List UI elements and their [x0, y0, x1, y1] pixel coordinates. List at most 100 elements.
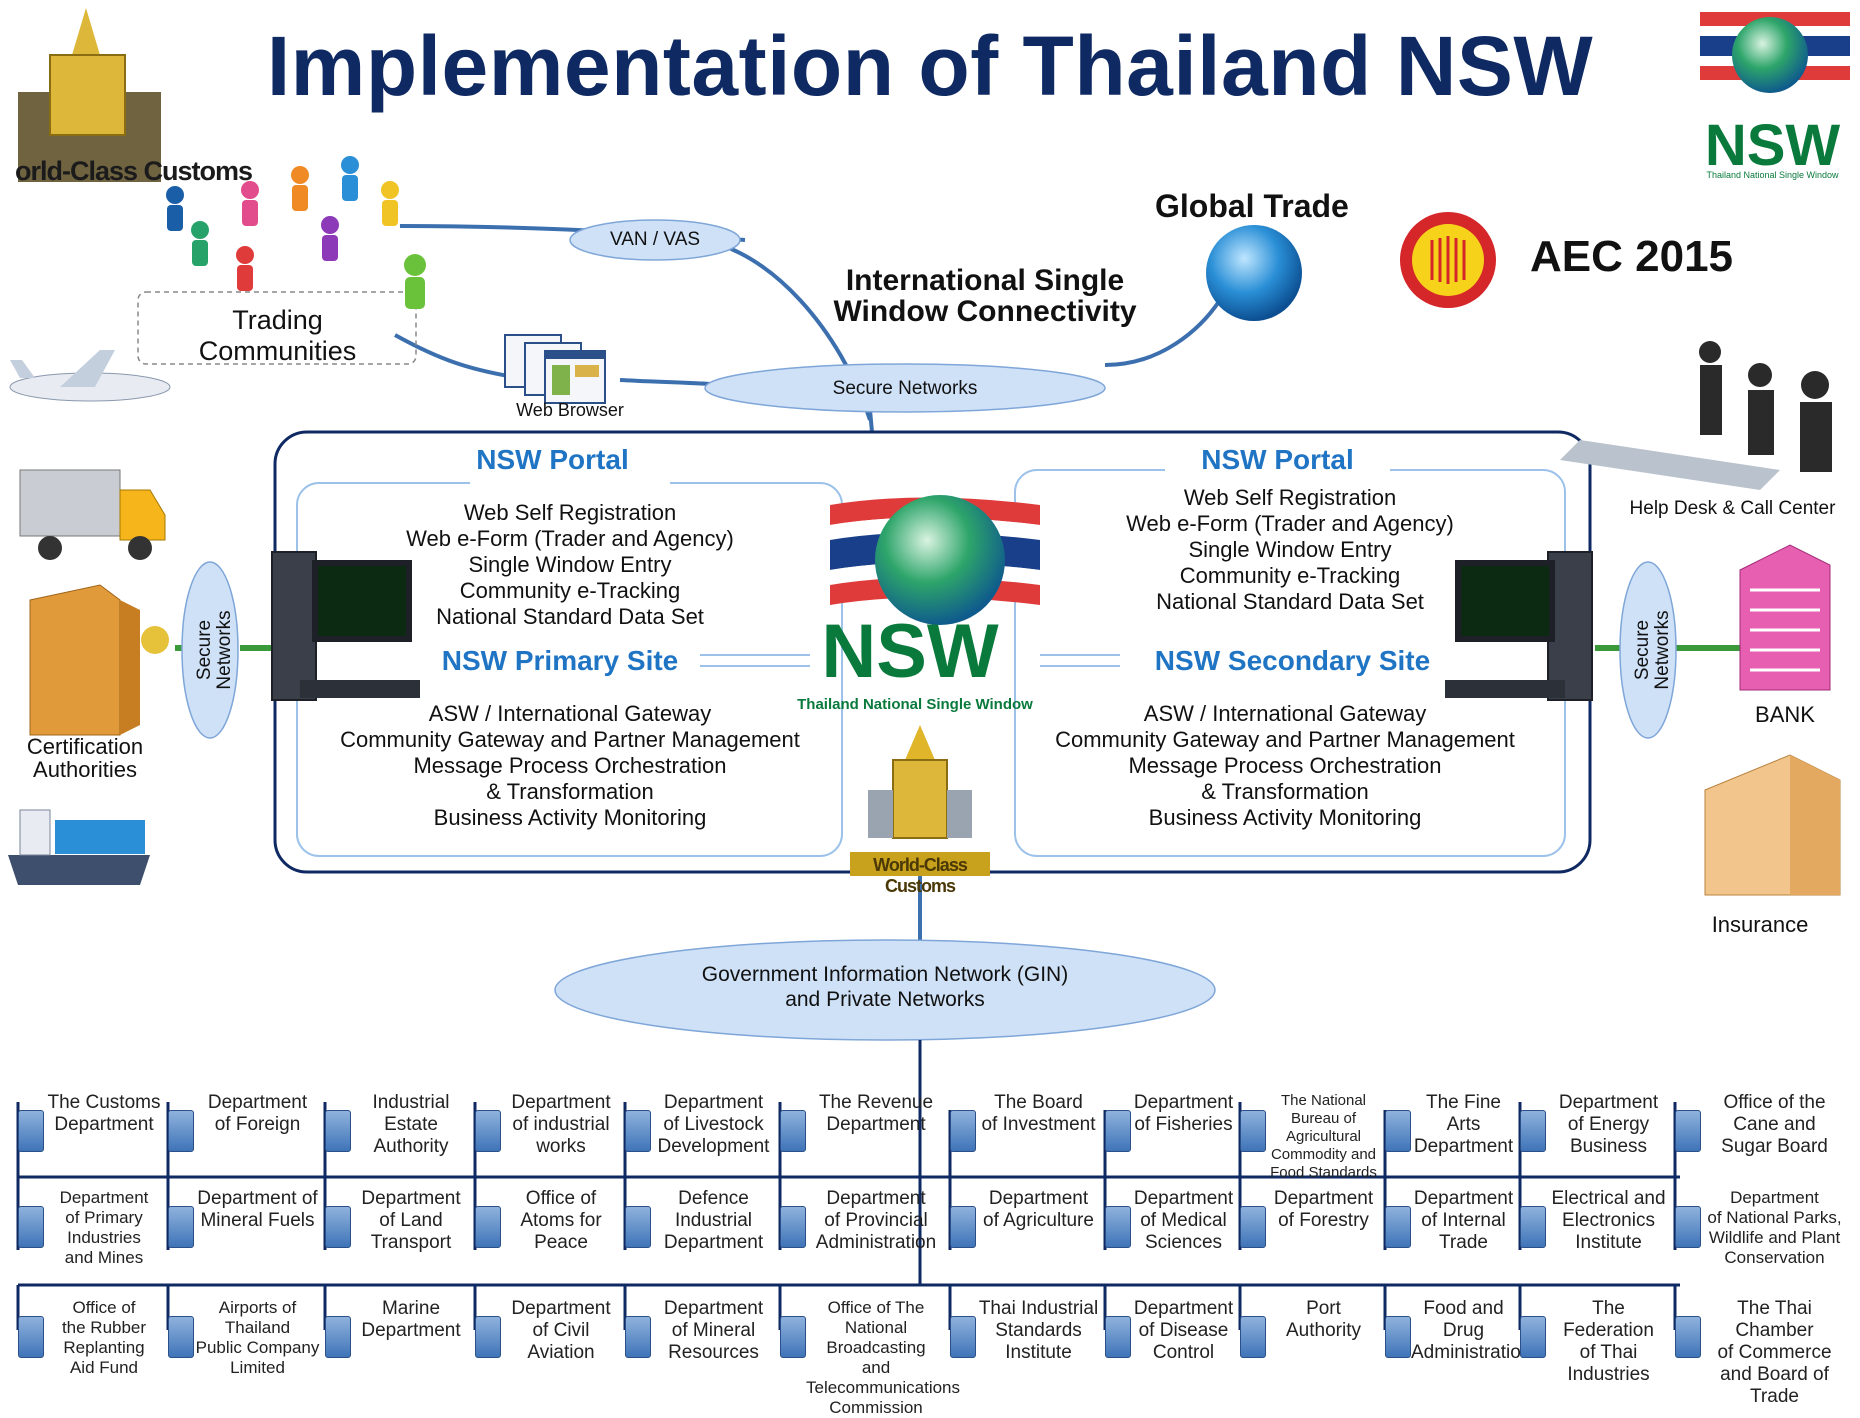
truck-icon — [19, 469, 166, 560]
customs-emblem-center — [850, 725, 990, 876]
agency-label: Department of Foreign — [207, 1092, 308, 1135]
agency-label: Department of Primary Industries and Min… — [59, 1188, 149, 1267]
agency-item: Airports of Thailand Public Company Limi… — [168, 1298, 323, 1384]
agency-item: Food and Drug Administration — [1385, 1298, 1532, 1384]
bank-building-icon — [1739, 544, 1831, 691]
secondary-site-item: Business Activity Monitoring — [1148, 805, 1422, 830]
agency-item: Department of Internal Trade — [1385, 1188, 1518, 1274]
agency-item: Department of Primary Industries and Min… — [18, 1188, 166, 1274]
agency-label: Department of Internal Trade — [1413, 1188, 1514, 1253]
bank-label: BANK — [1755, 702, 1815, 727]
server-stack-icon — [1240, 1316, 1266, 1358]
network-diagram-canvas — [8, 8, 1850, 1330]
agency-label: Department of industrial works — [511, 1092, 611, 1157]
agency-item: Office of The National Broadcasting and … — [780, 1298, 960, 1417]
secondary-portal-item: Community e-Tracking — [1179, 563, 1401, 588]
agency-label: Port Authority — [1286, 1298, 1361, 1341]
agency-item: Office of the Cane and Sugar Board — [1675, 1092, 1850, 1178]
nsw-logo-top-right — [1700, 12, 1850, 93]
agency-label: Food and Drug Administration — [1411, 1298, 1532, 1363]
agency-item: Department of Land Transport — [325, 1188, 473, 1274]
agency-item: Department of National Parks, Wildlife a… — [1675, 1188, 1850, 1274]
agency-item: Department of Disease Control — [1105, 1298, 1238, 1384]
agency-item: Port Authority — [1240, 1298, 1383, 1384]
agency-item: Department of Agriculture — [950, 1188, 1103, 1274]
cert-line1: Certification — [26, 734, 144, 759]
agency-item: Department of Provincial Administration — [780, 1188, 948, 1274]
agency-item: Department of Livestock Development — [625, 1092, 778, 1178]
primary-portal-heading: NSW Portal — [476, 444, 629, 475]
secondary-portal-item: National Standard Data Set — [1156, 589, 1424, 614]
agency-label: Department of Mineral Resources — [663, 1298, 764, 1363]
server-stack-icon — [1675, 1206, 1701, 1248]
server-stack-icon — [1385, 1316, 1411, 1358]
secondary-site-item: ASW / International Gateway — [1143, 701, 1427, 726]
secondary-portal-heading: NSW Portal — [1201, 444, 1354, 475]
agency-item: Office of Atoms for Peace — [475, 1188, 623, 1274]
van-label: VAN / VAS — [609, 229, 701, 250]
agency-item: Thai Industrial Standards Institute — [950, 1298, 1103, 1384]
agency-item: The Board of Investment — [950, 1092, 1103, 1178]
agency-label: Department of Fisheries — [1133, 1092, 1234, 1135]
van-cloud — [569, 219, 741, 261]
agency-label: Department of Agriculture — [983, 1188, 1094, 1231]
agency-item: Office of the Rubber Replanting Aid Fund — [18, 1298, 166, 1384]
help-desk-label: Help Desk & Call Center — [1629, 498, 1836, 519]
nsw-center-flag — [830, 495, 1040, 625]
gin-line2: and Private Networks — [785, 988, 985, 1011]
certification-building-icon — [29, 584, 169, 736]
gin-cloud — [554, 939, 1216, 1041]
primary-portal-list: Web Self Registration Web e-Form (Trader… — [380, 500, 760, 630]
agency-label: Office of The National Broadcasting and … — [806, 1298, 961, 1417]
secondary-site-item: Community Gateway and Partner Management — [1055, 727, 1515, 752]
agency-label: Department of Energy Business — [1558, 1092, 1659, 1157]
trading-people-icon — [166, 156, 426, 309]
server-stack-icon — [475, 1206, 501, 1248]
server-stack-icon — [1240, 1206, 1266, 1248]
agency-label: Department of Forestry — [1273, 1188, 1374, 1231]
agency-label: Office of the Rubber Replanting Aid Fund — [61, 1298, 147, 1377]
secure-networks-label: Secure Networks — [832, 378, 978, 399]
secondary-server-icon — [1445, 551, 1593, 701]
global-trade-globe-icon — [1206, 225, 1302, 321]
cert-line2: Authorities — [33, 757, 137, 782]
agency-label: Airports of Thailand Public Company Limi… — [195, 1298, 320, 1377]
agency-item: Department of Medical Sciences — [1105, 1188, 1238, 1274]
agency-item: Department of Fisheries — [1105, 1092, 1238, 1178]
insurance-building-icon — [1704, 754, 1841, 896]
agency-label: The Board of Investment — [981, 1092, 1096, 1135]
left-secure-cloud — [181, 561, 239, 739]
primary-site-item: Message Process Orchestration — [413, 753, 727, 778]
nsw-center-logo-text: NSW — [821, 609, 999, 694]
isw-label: International Single Window Connectivity — [820, 265, 1150, 327]
agency-item: The Revenue Department — [780, 1092, 948, 1178]
primary-site-item: & Transformation — [486, 779, 654, 804]
insurance-label: Insurance — [1711, 912, 1809, 937]
secondary-site-item: Message Process Orchestration — [1128, 753, 1442, 778]
server-stack-icon — [1675, 1110, 1701, 1152]
server-stack-icon — [18, 1110, 44, 1152]
isw-line1: International Single — [845, 264, 1125, 297]
airplane-icon — [9, 350, 171, 402]
agency-label: Department of Medical Sciences — [1133, 1188, 1234, 1253]
nsw-logo-text: NSW — [1704, 113, 1841, 178]
primary-site-item: ASW / International Gateway — [428, 701, 712, 726]
agency-item: Department of Energy Business — [1520, 1092, 1673, 1178]
server-stack-icon — [168, 1206, 194, 1248]
server-stack-icon — [1105, 1206, 1131, 1248]
ship-icon — [8, 809, 150, 885]
server-stack-icon — [950, 1316, 976, 1358]
asean-emblem-icon — [1400, 212, 1496, 308]
agency-item: The Fine Arts Department — [1385, 1092, 1518, 1178]
agency-label: Industrial Estate Authority — [372, 1092, 450, 1157]
agency-item: The Customs Department — [18, 1092, 166, 1178]
server-stack-icon — [625, 1316, 651, 1358]
server-stack-icon — [780, 1206, 806, 1248]
web-browser-icon — [504, 334, 606, 404]
agency-label: Department of National Parks, Wildlife a… — [1707, 1188, 1842, 1267]
aec-label: AEC 2015 — [1530, 232, 1734, 281]
secondary-site-heading: NSW Secondary Site — [1154, 645, 1431, 676]
server-stack-icon — [168, 1110, 194, 1152]
agency-item: Electrical and Electronics Institute — [1520, 1188, 1673, 1274]
